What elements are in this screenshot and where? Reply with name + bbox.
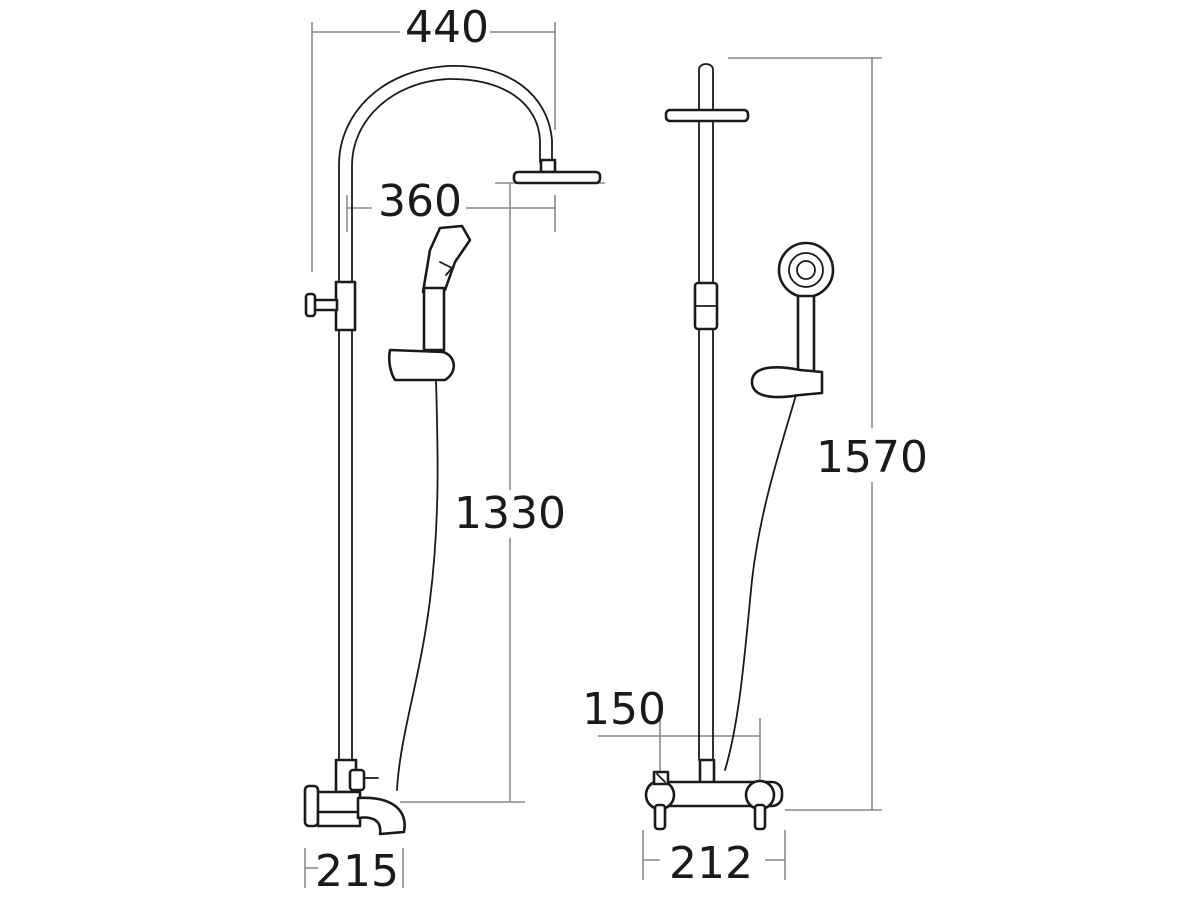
side-hand-shower [421, 224, 472, 352]
side-hose [396, 379, 439, 791]
side-overhead-arm [338, 65, 557, 283]
dim-arm-reach-label: 440 [405, 2, 489, 53]
dim-head-height-label: 1330 [454, 488, 566, 539]
front-hose [724, 394, 797, 771]
side-mixer-valve [303, 758, 406, 836]
dim-arm-reach: 440 [311, 2, 556, 272]
dim-total-height: 1570 [728, 57, 928, 811]
dim-total-height-label: 1570 [816, 432, 928, 483]
dim-mixer-width-label: 212 [669, 838, 753, 889]
front-height-adjuster [693, 281, 719, 331]
front-overhead-shower-head [664, 108, 750, 123]
front-hand-shower [777, 241, 835, 373]
dim-mixer-width: 212 [642, 830, 786, 889]
side-view: 440 360 1330 215 [303, 2, 605, 897]
front-hand-shower-holder [750, 366, 824, 399]
side-overhead-shower-head [512, 170, 602, 185]
side-hand-shower-holder [387, 348, 456, 382]
side-height-adjuster [304, 280, 357, 332]
front-view: 1570 150 212 [582, 57, 928, 889]
side-riser-pipe [338, 329, 353, 761]
dim-inlet-centres-label: 150 [582, 684, 666, 735]
dim-spout-depth: 215 [304, 846, 404, 897]
front-mixer-valve [644, 758, 784, 831]
dim-head-height: 1330 [400, 182, 605, 803]
dim-head-offset: 360 [346, 176, 556, 232]
front-riser-pipe [698, 63, 714, 761]
dim-spout-depth-label: 215 [315, 846, 399, 897]
dim-head-offset-label: 360 [378, 176, 462, 227]
